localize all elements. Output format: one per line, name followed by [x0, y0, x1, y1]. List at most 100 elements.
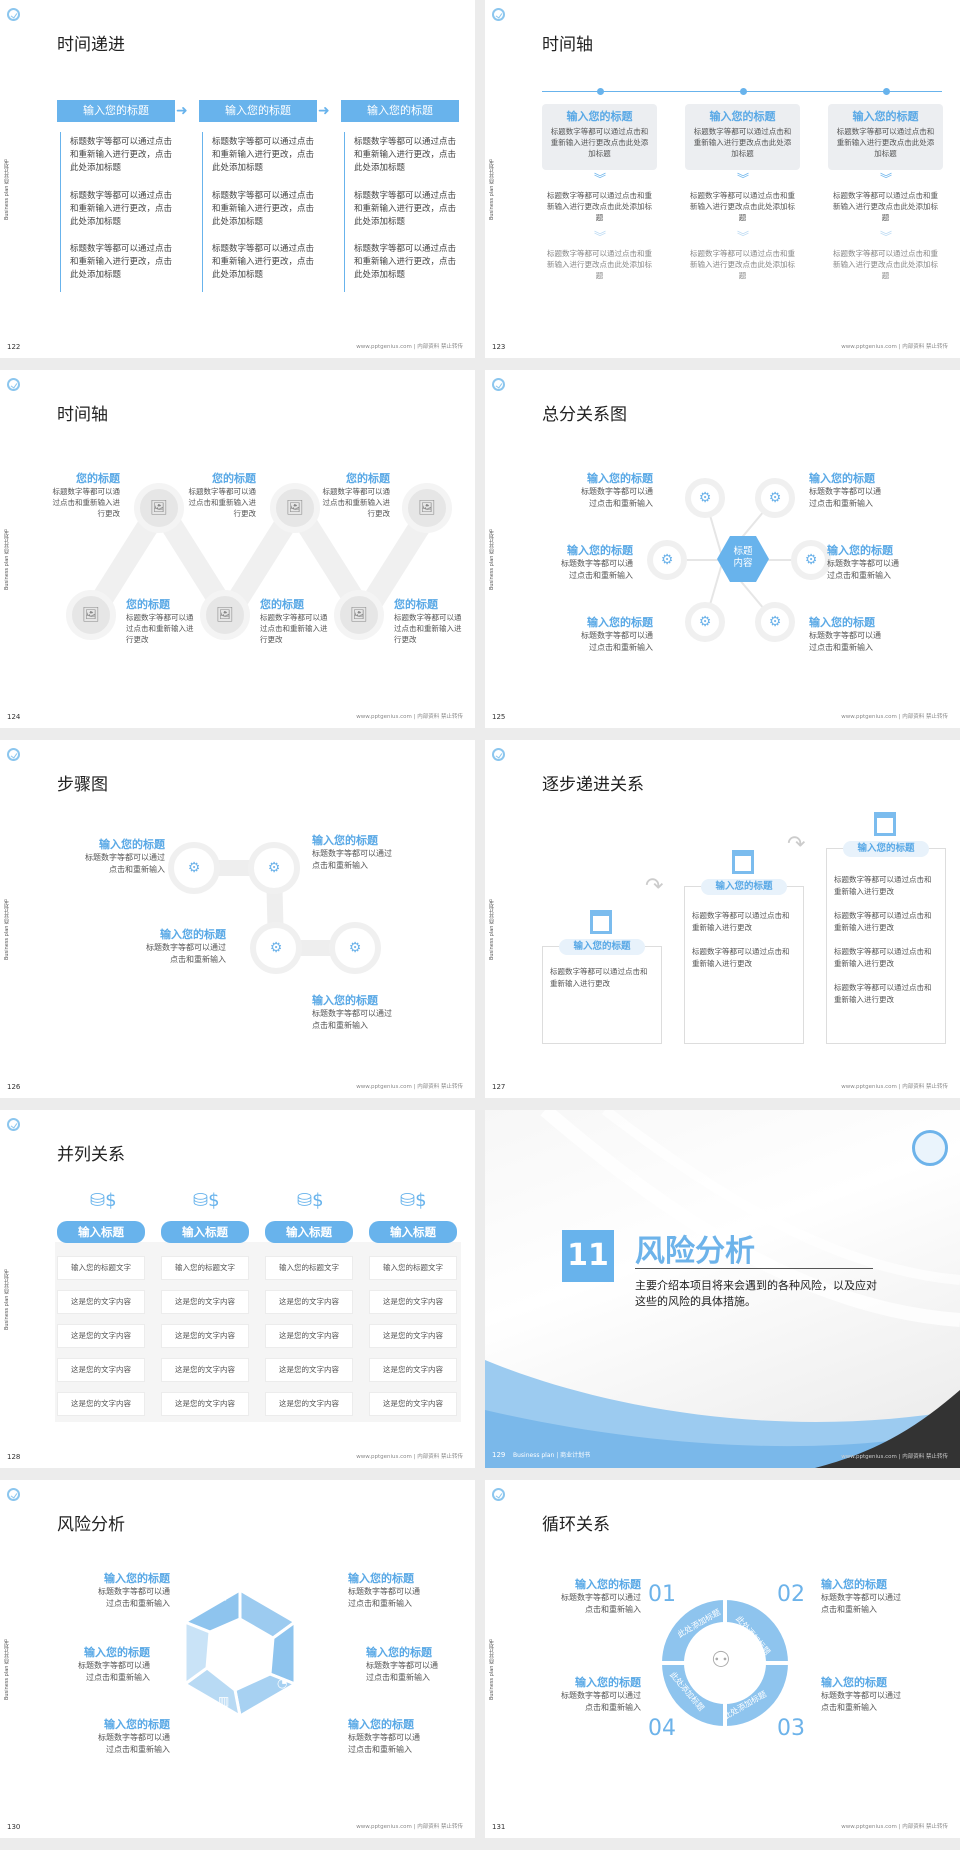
timeline-line: [344, 132, 345, 292]
axis-dot: [740, 88, 747, 95]
table-cell: 这是您的文字内容: [265, 1392, 353, 1416]
col-header: 输入标题: [369, 1221, 457, 1243]
item-text: 标题数字等都可以通过点击和重新输入进行更改，点击此处添加标题: [212, 191, 315, 227]
item-title: 您的标题: [76, 472, 120, 485]
item-text: 标题数字等都可以通过点击和重新输入: [146, 943, 226, 964]
table-cell: 这是您的文字内容: [369, 1324, 457, 1348]
left-item: 输入您的标题 标题数字等都可以通过点击和重新输入: [545, 470, 653, 510]
header-bar: 输入您的标题: [341, 100, 459, 122]
step-path: [193, 860, 355, 956]
slide-number: 126: [7, 1083, 21, 1091]
slide-title: 时间轴: [542, 35, 593, 55]
table-cell: 输入您的标题文字: [369, 1256, 457, 1280]
slide-124: Business plan 商业计划书 时间轴 🖼 🖼 🖼 🖼 🖼 🖼 您的标题…: [0, 370, 475, 728]
table-cell: 这是您的文字内容: [265, 1358, 353, 1382]
arrow-icon: ➜: [176, 103, 188, 119]
item-title: 输入您的标题: [104, 1572, 170, 1585]
item-text: 标题数字等都可以通过点击和重新输入: [78, 1661, 150, 1682]
item-title: 输入您的标题: [567, 544, 633, 557]
table-cell: 输入您的标题文字: [57, 1256, 145, 1280]
item-text: 标题数字等都可以通过点击和重新输入: [561, 559, 633, 580]
image-icon: 🖼: [402, 483, 452, 533]
table-cell: 这是您的文字内容: [369, 1358, 457, 1382]
table-cell: 这是您的文字内容: [265, 1290, 353, 1314]
item-text: 标题数字等都可以通过点击和重新输入进行更改，点击此处添加标题: [70, 137, 173, 173]
section-desc: 主要介绍本项目将来会遇到的各种风险，以及应对这些的风险的具体措施。: [635, 1279, 877, 1308]
item-title: 您的标题: [126, 598, 170, 611]
sub-text: 标题数字等都可以通过点击和重新输入进行更改点击此处添加标题: [833, 191, 938, 222]
item-title: 输入您的标题: [312, 834, 378, 847]
sub-text: 标题数字等都可以通过点击和重新输入进行更改点击此处添加标题: [547, 191, 652, 222]
item-text: 标题数字等都可以通过点击和重新输入进行更改: [322, 487, 391, 518]
footer: www.pptgenius.com | 内部资料 禁止转传: [356, 1824, 463, 1830]
item-text: 标题数字等都可以通过点击和重新输入进行更改，点击此处添加标题: [212, 137, 315, 173]
coins-icon: ⛁$: [400, 1190, 427, 1211]
col-header: 输入标题: [161, 1221, 249, 1243]
slide-123: Business plan 商业计划书 时间轴 输入您的标题 标题数字等都可以通…: [485, 0, 960, 358]
slide-number: 123: [492, 343, 506, 351]
item-text: 标题数字等都可以通过点击和重新输入进行更改，点击此处添加标题: [354, 244, 457, 280]
slide-number: 128: [7, 1453, 21, 1461]
slide-title: 并列关系: [57, 1145, 125, 1165]
curve-arrow-icon: ↷: [787, 832, 806, 857]
item-text: 标题数字等都可以通过点击和重新输入进行更改，点击此处添加标题: [70, 191, 173, 227]
right-item: 输入您的标题 标题数字等都可以通过点击和重新输入: [366, 1644, 474, 1684]
item-title: 输入您的标题: [366, 1646, 432, 1659]
item-text: 标题数字等都可以通过点击和重新输入: [561, 1593, 641, 1614]
chevron-down-icon: ︾: [737, 230, 750, 244]
zigzag-path: [82, 486, 442, 636]
item-title: 输入您的标题: [99, 838, 165, 851]
bottom-item: 您的标题 标题数字等都可以通过点击和重新输入进行更改: [126, 596, 198, 645]
item-text: 标题数字等都可以通过点击和重新输入: [312, 849, 392, 870]
title-underline: [635, 1268, 873, 1269]
top-item: 您的标题 标题数字等都可以通过点击和重新输入进行更改: [50, 470, 121, 519]
item-title: 输入您的标题: [575, 1676, 641, 1689]
bottom-item: 您的标题 标题数字等都可以通过点击和重新输入进行更改: [394, 596, 466, 645]
team-icon: ⚇: [711, 1648, 731, 1673]
item-title: 输入您的标题: [821, 1578, 887, 1591]
timeline-line: [60, 132, 61, 292]
slide-129: 11 风险分析 主要介绍本项目将来会遇到的各种风险，以及应对这些的风险的具体措施…: [485, 1110, 960, 1468]
item-title: 您的标题: [260, 598, 304, 611]
item-text: 标题数字等都可以通过点击和重新输入: [98, 1587, 170, 1608]
axis-dot: [883, 88, 890, 95]
seal-icon: [912, 1130, 948, 1166]
item-title: 输入您的标题: [587, 616, 653, 629]
sub-text: 标题数字等都可以通过点击和重新输入进行更改点击此处添加标题: [547, 249, 652, 280]
step-item: 输入您的标题 标题数字等都可以通过点击和重新输入: [312, 992, 412, 1032]
side-label: Business plan 商业计划书: [489, 158, 495, 220]
image-icon: 🖼: [270, 483, 320, 533]
slide-number: 130: [7, 1823, 21, 1831]
building-icon: [874, 812, 896, 836]
slide-title: 时间轴: [57, 405, 108, 425]
sub-text: 标题数字等都可以通过点击和重新输入进行更改点击此处添加标题: [690, 191, 795, 222]
col-box: 输入您的标题 标题数字等都可以通过点击和重新输入进行更改点击此处添加标题: [685, 104, 800, 170]
slide-130: Business plan 商业计划书 风险分析 $ ▥ ◔ 输入您的标题 标题…: [0, 1480, 475, 1838]
gear-icon: ⚙: [647, 540, 687, 580]
step-item: 输入您的标题 标题数字等都可以通过点击和重新输入: [126, 926, 226, 966]
center-hexagon: 标题内容: [717, 536, 769, 582]
item-title: 您的标题: [212, 472, 256, 485]
sub-text: 标题数字等都可以通过点击和重新输入进行更改点击此处添加标题: [833, 249, 938, 280]
item-title: 输入您的标题: [587, 472, 653, 485]
step-box-1: [542, 946, 662, 1044]
gear-icon: ⚙: [755, 602, 795, 642]
ring-divider: [660, 1661, 790, 1665]
box-text: 标题数字等都可以通过点击和重新输入进行更改: [692, 911, 790, 932]
image-icon: 🖼: [334, 590, 384, 640]
slide-131: Business plan 商业计划书 循环关系 此处添加标题 此处添加标题 此…: [485, 1480, 960, 1838]
box-title: 输入您的标题: [559, 939, 645, 955]
box-text: 标题数字等都可以通过点击和重新输入进行更改: [834, 983, 932, 1004]
item-text: 标题数字等都可以通过点击和重新输入: [821, 1691, 901, 1712]
left-item: 输入您的标题 标题数字等都可以通过点击和重新输入: [525, 542, 633, 582]
table-cell: 这是您的文字内容: [265, 1324, 353, 1348]
slide-title: 风险分析: [57, 1515, 125, 1535]
slide-126: Business plan 商业计划书 步骤图 ⚙ ⚙ ⚙ ⚙ 输入您的标题 标…: [0, 740, 475, 1098]
arrow-icon: ➜: [318, 103, 330, 119]
right-item: 输入您的标题 标题数字等都可以通过点击和重新输入: [348, 1716, 456, 1756]
logo-icon: [492, 378, 505, 391]
bottom-item: 您的标题 标题数字等都可以通过点击和重新输入进行更改: [260, 596, 332, 645]
table-cell: 这是您的文字内容: [369, 1290, 457, 1314]
chevron-down-icon: ︾: [594, 172, 607, 186]
table-cell: 输入您的标题文字: [161, 1256, 249, 1280]
